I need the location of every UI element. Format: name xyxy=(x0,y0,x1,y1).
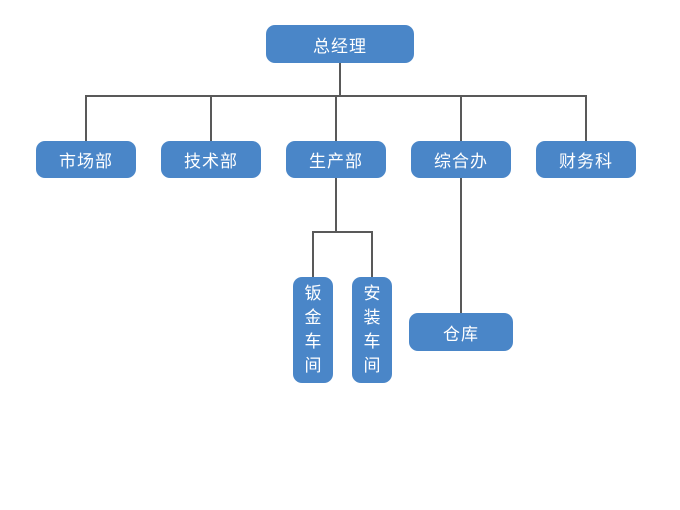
connector-warehouse-stem xyxy=(460,178,462,313)
connector-drop-production xyxy=(335,95,337,141)
node-warehouse: 仓库 xyxy=(409,313,513,351)
node-general-manager-label: 总经理 xyxy=(313,36,367,56)
node-production-dept: 生产部 xyxy=(286,141,386,178)
node-assembly-workshop: 安 装 车 间 xyxy=(352,277,392,383)
node-marketing-dept: 市场部 xyxy=(36,141,136,178)
node-sheet-metal-workshop: 钣 金 车 间 xyxy=(293,277,333,383)
node-technology-dept-label: 技术部 xyxy=(184,152,238,171)
connector-production-stem xyxy=(335,178,337,233)
node-general-office: 综合办 xyxy=(411,141,511,178)
node-marketing-dept-label: 市场部 xyxy=(59,152,113,171)
connector-production-horizontal xyxy=(312,231,373,233)
node-production-dept-label: 生产部 xyxy=(309,152,363,171)
node-finance-section: 财务科 xyxy=(536,141,636,178)
node-technology-dept: 技术部 xyxy=(161,141,261,178)
connector-drop-finance xyxy=(585,95,587,141)
node-sheet-metal-workshop-label: 钣 金 车 间 xyxy=(304,284,322,375)
connector-drop-technology xyxy=(210,95,212,141)
connector-drop-assembly xyxy=(371,231,373,277)
node-warehouse-label: 仓库 xyxy=(443,324,479,344)
node-assembly-workshop-label: 安 装 车 间 xyxy=(363,284,381,375)
connector-root-stem xyxy=(339,63,341,97)
node-finance-section-label: 财务科 xyxy=(559,152,613,171)
connector-drop-general-office xyxy=(460,95,462,141)
connector-drop-sheet-metal xyxy=(312,231,314,277)
node-general-manager: 总经理 xyxy=(266,25,414,63)
connector-drop-marketing xyxy=(85,95,87,141)
node-general-office-label: 综合办 xyxy=(434,152,488,171)
